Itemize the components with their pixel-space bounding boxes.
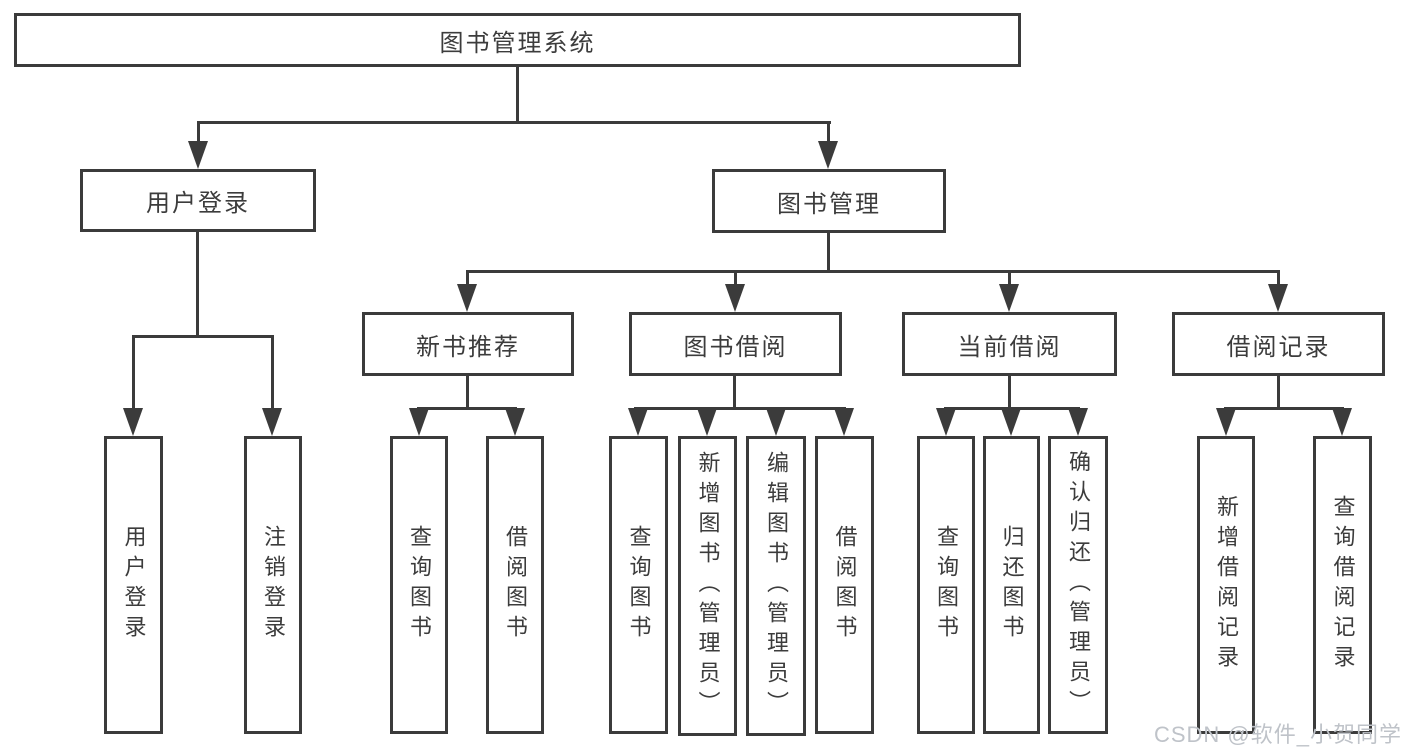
node-label: 图书管理系统 (439, 29, 596, 57)
arrowhead-down-icon (262, 408, 282, 436)
leaf-label: 归还图书 (999, 525, 1025, 645)
node-label: 用户登录 (146, 190, 250, 217)
arrowhead-down-icon (936, 408, 956, 436)
connector (132, 335, 135, 411)
arrowhead-down-icon (818, 141, 838, 169)
leaf-label: 借阅图书 (832, 525, 858, 645)
connector (1277, 270, 1280, 288)
leaf-borrow-books-recommend: 借阅图书 (486, 436, 544, 734)
arrowhead-down-icon (188, 141, 208, 169)
connector (827, 233, 830, 272)
arrowhead-down-icon (457, 284, 477, 312)
node-label: 图书管理 (777, 190, 881, 218)
node-user-login: 用户登录 (80, 169, 316, 232)
node-book-management: 图书管理 (712, 169, 946, 233)
arrowhead-down-icon (1332, 408, 1352, 436)
leaf-label: 查询图书 (934, 525, 959, 645)
connector (466, 270, 1280, 273)
arrowhead-down-icon (766, 408, 786, 436)
connector (734, 270, 737, 288)
leaf-label: 新增借阅记录 (1214, 495, 1239, 675)
arrowhead-down-icon (1001, 408, 1021, 436)
node-borrowing-records: 借阅记录 (1172, 312, 1385, 376)
connector (271, 335, 274, 411)
leaf-logout: 注销登录 (244, 436, 302, 734)
leaf-query-borrow-record: 查询借阅记录 (1313, 436, 1372, 734)
arrowhead-down-icon (697, 408, 717, 436)
connector (1277, 376, 1280, 409)
leaf-borrow-books: 借阅图书 (815, 436, 874, 734)
connector (197, 121, 200, 145)
node-new-book-recommendation: 新书推荐 (362, 312, 574, 376)
leaf-label: 借阅图书 (503, 525, 528, 645)
leaf-confirm-return-admin: 确认归还（管理员） (1048, 436, 1108, 734)
node-label: 新书推荐 (416, 333, 520, 361)
connector (466, 270, 469, 288)
arrowhead-down-icon (725, 284, 745, 312)
connector (1008, 270, 1011, 288)
leaf-query-books-recommend: 查询图书 (390, 436, 448, 734)
arrowhead-down-icon (1216, 408, 1236, 436)
connector (466, 376, 469, 409)
leaf-label: 编辑图书（管理员） (764, 451, 789, 721)
connector (132, 335, 273, 338)
arrowhead-down-icon (1068, 408, 1088, 436)
leaf-label: 确认归还（管理员） (1066, 450, 1091, 720)
node-current-borrowing: 当前借阅 (902, 312, 1117, 376)
watermark: CSDN @软件_小贺同学 (1153, 722, 1402, 747)
connector (197, 121, 831, 124)
leaf-user-login: 用户登录 (104, 436, 163, 734)
arrowhead-down-icon (999, 284, 1019, 312)
node-label: 借阅记录 (1226, 333, 1331, 361)
connector (417, 407, 517, 410)
connector (516, 67, 519, 123)
arrowhead-down-icon (834, 408, 854, 436)
leaf-edit-books-admin: 编辑图书（管理员） (746, 436, 806, 736)
node-label: 当前借阅 (957, 333, 1062, 361)
leaf-label: 新增图书（管理员） (695, 451, 721, 721)
arrowhead-down-icon (505, 408, 525, 436)
arrowhead-down-icon (409, 408, 429, 436)
connector (196, 232, 199, 338)
leaf-label: 查询图书 (407, 525, 432, 645)
leaf-label: 注销登录 (261, 525, 286, 645)
connector (634, 407, 846, 410)
leaf-add-books-admin: 新增图书（管理员） (678, 436, 737, 736)
leaf-label: 用户登录 (121, 525, 147, 645)
connector (1008, 376, 1011, 409)
connector (827, 121, 830, 145)
leaf-label: 查询借阅记录 (1330, 495, 1356, 675)
connector (733, 376, 736, 409)
connector (1224, 407, 1344, 410)
leaf-return-books: 归还图书 (983, 436, 1040, 734)
arrowhead-down-icon (1268, 284, 1288, 312)
leaf-query-books-borrow: 查询图书 (609, 436, 668, 734)
arrowhead-down-icon (123, 408, 143, 436)
leaf-add-borrow-record: 新增借阅记录 (1197, 436, 1255, 734)
node-library-management-system: 图书管理系统 (14, 13, 1021, 67)
leaf-label: 查询图书 (626, 525, 652, 645)
arrowhead-down-icon (628, 408, 648, 436)
leaf-query-books-current: 查询图书 (917, 436, 975, 734)
node-label: 图书借阅 (683, 333, 788, 361)
node-book-borrowing: 图书借阅 (629, 312, 842, 376)
